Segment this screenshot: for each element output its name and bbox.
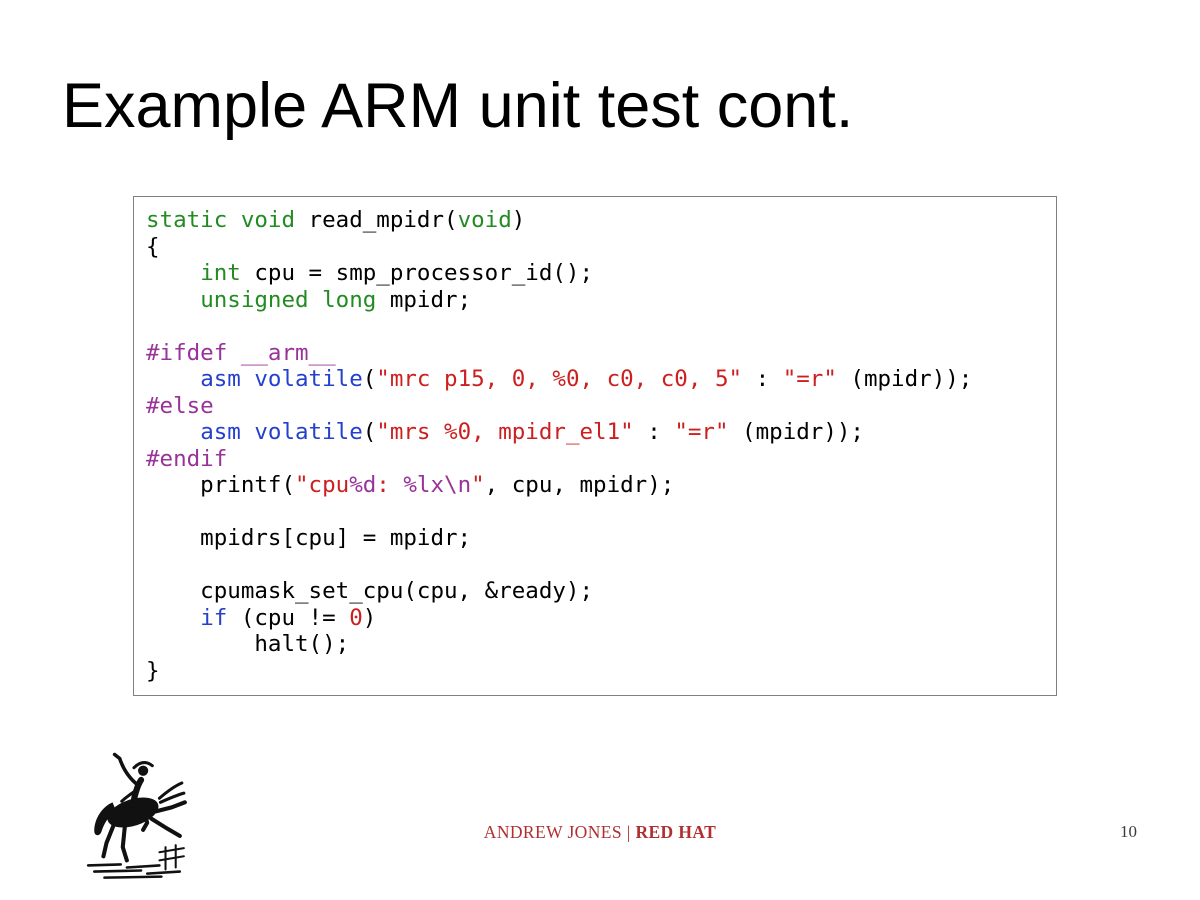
code-line bbox=[146, 499, 1044, 526]
code-line: printf("cpu%d: %lx\n", cpu, mpidr); bbox=[146, 472, 675, 498]
rodeo-cowboy-logo bbox=[86, 752, 187, 879]
horse-legs bbox=[101, 800, 187, 863]
horse-head bbox=[94, 802, 117, 836]
page-number: 10 bbox=[1120, 822, 1137, 841]
footer-author: ANDREW JONES bbox=[483, 822, 622, 842]
footer-separator: | bbox=[621, 822, 636, 842]
code-line bbox=[146, 313, 1044, 340]
ground bbox=[86, 863, 182, 879]
rider-leg bbox=[130, 802, 150, 832]
code-line: static void read_mpidr(void) bbox=[146, 207, 526, 233]
code-line: { bbox=[146, 233, 160, 260]
code-line: asm volatile("mrs %0, mpidr_el1" : "=r" … bbox=[200, 419, 864, 445]
code-line: halt(); bbox=[146, 631, 350, 657]
code-line: #endif bbox=[146, 445, 228, 472]
code-line: unsigned long mpidr; bbox=[200, 286, 472, 313]
code-line: } bbox=[146, 657, 160, 684]
fence bbox=[158, 844, 185, 871]
rider-rein-arm bbox=[120, 787, 140, 803]
code-block: static void read_mpidr(void){ int cpu = … bbox=[134, 197, 1056, 694]
footer: ANDREW JONES | RED HAT bbox=[0, 822, 1200, 843]
rider-head bbox=[138, 765, 149, 776]
footer-brand: RED HAT bbox=[635, 822, 717, 842]
slide-title: Example ARM unit test cont. bbox=[62, 71, 854, 141]
rider-hat bbox=[132, 761, 154, 770]
code-line: int cpu = smp_processor_id(); bbox=[200, 260, 594, 286]
horse-tail bbox=[157, 781, 186, 804]
code-line: cpumask_set_cpu(cpu, &ready); bbox=[146, 578, 594, 604]
code-line: if (cpu != 0) bbox=[200, 604, 377, 631]
code-line: #else bbox=[146, 392, 214, 419]
code-line: #ifdef __arm__ bbox=[146, 339, 336, 366]
code-line bbox=[146, 552, 1044, 579]
code-line: asm volatile("mrc p15, 0, %0, c0, c0, 5"… bbox=[200, 366, 973, 392]
code-line: mpidrs[cpu] = mpidr; bbox=[146, 525, 472, 551]
code-box: static void read_mpidr(void){ int cpu = … bbox=[133, 196, 1057, 696]
rider-raised-arm bbox=[112, 752, 141, 788]
